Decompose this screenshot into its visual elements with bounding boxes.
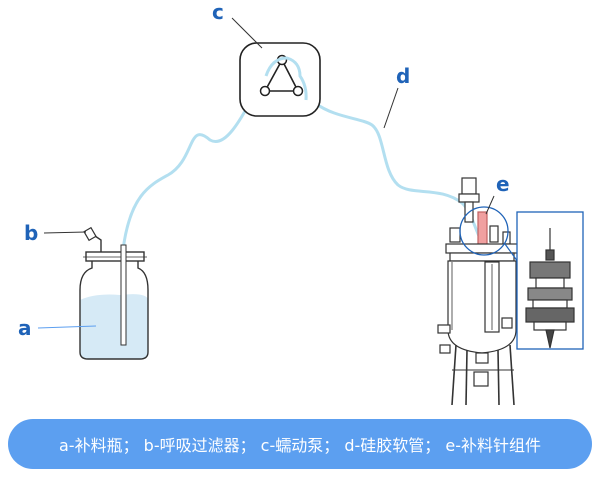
peristaltic-pump bbox=[239, 42, 321, 117]
label-a: a bbox=[18, 316, 32, 340]
label-d: d bbox=[396, 64, 411, 88]
feed-needle-detail bbox=[516, 211, 584, 350]
zoom-circle bbox=[459, 206, 509, 256]
leader-line-d bbox=[383, 87, 399, 129]
label-c: c bbox=[212, 0, 224, 24]
leader-line-b bbox=[43, 231, 87, 234]
feed-needle-highlight bbox=[477, 211, 488, 247]
feed-bottle bbox=[79, 226, 149, 360]
leader-line-e bbox=[485, 195, 495, 215]
label-b: b bbox=[24, 221, 39, 245]
label-e: e bbox=[496, 172, 510, 196]
legend-caption: a-补料瓶； b-呼吸过滤器； c-蠕动泵； d-硅胶软管； e-补料针组件 bbox=[8, 419, 592, 469]
zoom-leader bbox=[504, 243, 519, 263]
leader-line-c bbox=[231, 17, 263, 49]
leader-line-a bbox=[37, 325, 97, 329]
fermenter bbox=[437, 177, 519, 406]
